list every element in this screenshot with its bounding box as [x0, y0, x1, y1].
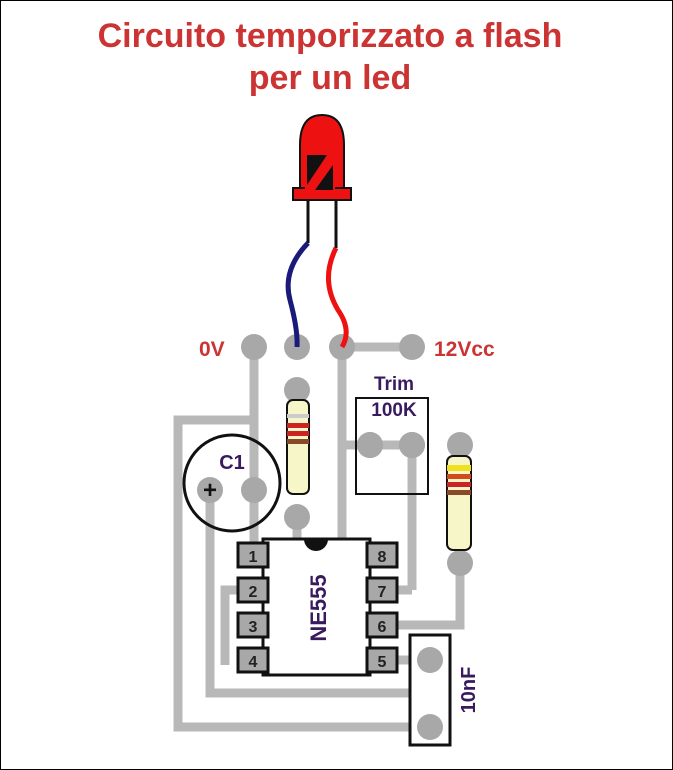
label-10nf: 10nF	[458, 667, 480, 714]
capacitor-10nf	[408, 633, 452, 747]
ic-pins-left	[236, 541, 270, 674]
label-100k: 100K	[371, 400, 417, 421]
ic-pin-2: 2	[249, 584, 258, 601]
led	[292, 113, 352, 248]
ic-pin-8: 8	[378, 549, 387, 566]
label-0v: 0V	[199, 338, 225, 361]
label-c1: C1	[219, 452, 245, 474]
label-c1-plus: +	[203, 477, 217, 504]
led-wire-anode	[325, 246, 349, 349]
ic-pin-7: 7	[378, 584, 387, 601]
resistor-left	[286, 399, 310, 495]
label-12vcc: 12Vcc	[434, 338, 495, 361]
ic-ne555	[261, 537, 372, 677]
ic-pin-5: 5	[378, 654, 387, 671]
ic-pins-right	[365, 541, 399, 674]
trimmer	[355, 397, 429, 495]
label-trim: Trim	[374, 374, 414, 395]
resistor-right	[446, 455, 472, 551]
ic-pin-6: 6	[378, 619, 387, 636]
led-wire-cathode	[285, 241, 310, 348]
title-line-1: Circuito temporizzato a flash	[98, 17, 563, 55]
label-ne555: NE555	[306, 574, 331, 641]
ic-pin-4: 4	[249, 654, 258, 671]
ic-pin-1: 1	[249, 549, 258, 566]
ic-pin-3: 3	[249, 619, 258, 636]
capacitor-c1	[182, 433, 282, 533]
title-line-2: per un led	[249, 59, 411, 97]
